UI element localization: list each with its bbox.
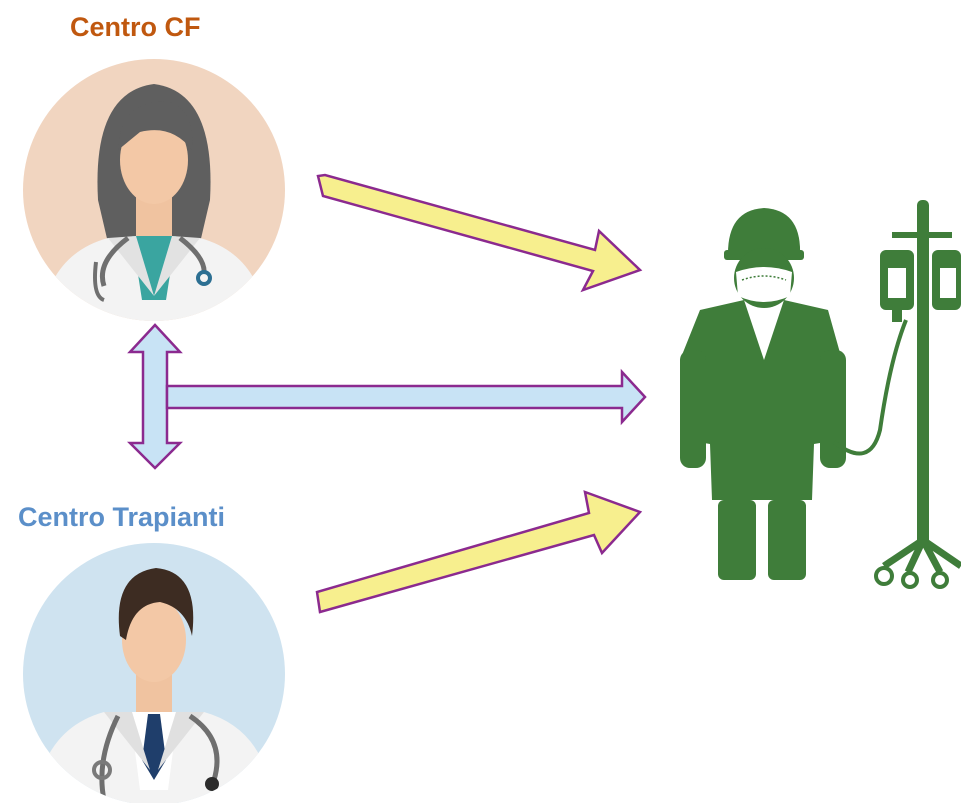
centers-collaboration-arrow [126, 323, 184, 470]
joint-care-arrow [165, 368, 647, 426]
patient-with-iv-stand-icon [680, 200, 961, 589]
cf-to-patient-arrow [316, 173, 643, 293]
cf-center-label: Centro CF [70, 12, 201, 42]
female-doctor-icon [23, 59, 285, 321]
transplant-center-label: Centro Trapianti [18, 502, 226, 532]
male-doctor-icon [23, 543, 285, 803]
transplant-to-patient-arrow [315, 490, 643, 614]
